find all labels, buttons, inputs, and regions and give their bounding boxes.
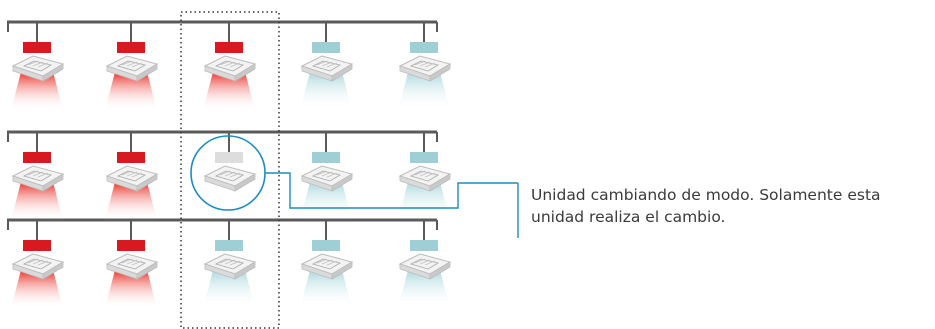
airflow-heat (11, 182, 63, 220)
indoor-unit-idle (203, 132, 257, 192)
airflow-heat (105, 270, 157, 308)
callout-connector (190, 135, 519, 238)
mode-indicator-heat (23, 152, 51, 163)
mode-indicator-cool (410, 152, 438, 163)
mode-indicator-cool (410, 42, 438, 53)
airflow-cool (203, 270, 255, 308)
indoor-unit-heat (11, 22, 65, 110)
indoor-unit-heat (11, 220, 65, 308)
airflow-cool (398, 72, 450, 110)
indoor-unit-cool (203, 220, 257, 308)
airflow-heat (11, 72, 63, 110)
mode-indicator-cool (312, 240, 340, 251)
airflow-cool (300, 182, 352, 220)
airflow-heat (105, 182, 157, 220)
mode-indicator-idle (215, 152, 243, 163)
mode-indicator-cool (215, 240, 243, 251)
mode-indicator-heat (117, 42, 145, 53)
callout-label: Unidad cambiando de modo. Solamente esta… (531, 186, 881, 226)
airflow-heat (11, 270, 63, 308)
indoor-unit-heat (203, 22, 257, 110)
indoor-unit-heat (105, 22, 159, 110)
mode-indicator-heat (23, 240, 51, 251)
airflow-heat (105, 72, 157, 110)
mode-indicator-cool (312, 152, 340, 163)
indoor-unit-heat (105, 132, 159, 220)
mode-indicator-heat (117, 152, 145, 163)
mode-indicator-heat (117, 240, 145, 251)
indoor-unit-cool (398, 220, 452, 308)
airflow-cool (300, 72, 352, 110)
mode-indicator-cool (312, 42, 340, 53)
indoor-unit-cool (398, 22, 452, 110)
indoor-unit-cool (300, 220, 354, 308)
indoor-unit-heat (105, 220, 159, 308)
mode-indicator-heat (23, 42, 51, 53)
airflow-cool (398, 270, 450, 308)
airflow-heat (203, 72, 255, 110)
indoor-unit-cool (300, 132, 354, 220)
mode-indicator-heat (215, 42, 243, 53)
airflow-cool (398, 182, 450, 220)
indoor-unit-cool (300, 22, 354, 110)
mode-indicator-cool (410, 240, 438, 251)
indoor-unit-cool (398, 132, 452, 220)
airflow-cool (300, 270, 352, 308)
indoor-unit-heat (11, 132, 65, 220)
